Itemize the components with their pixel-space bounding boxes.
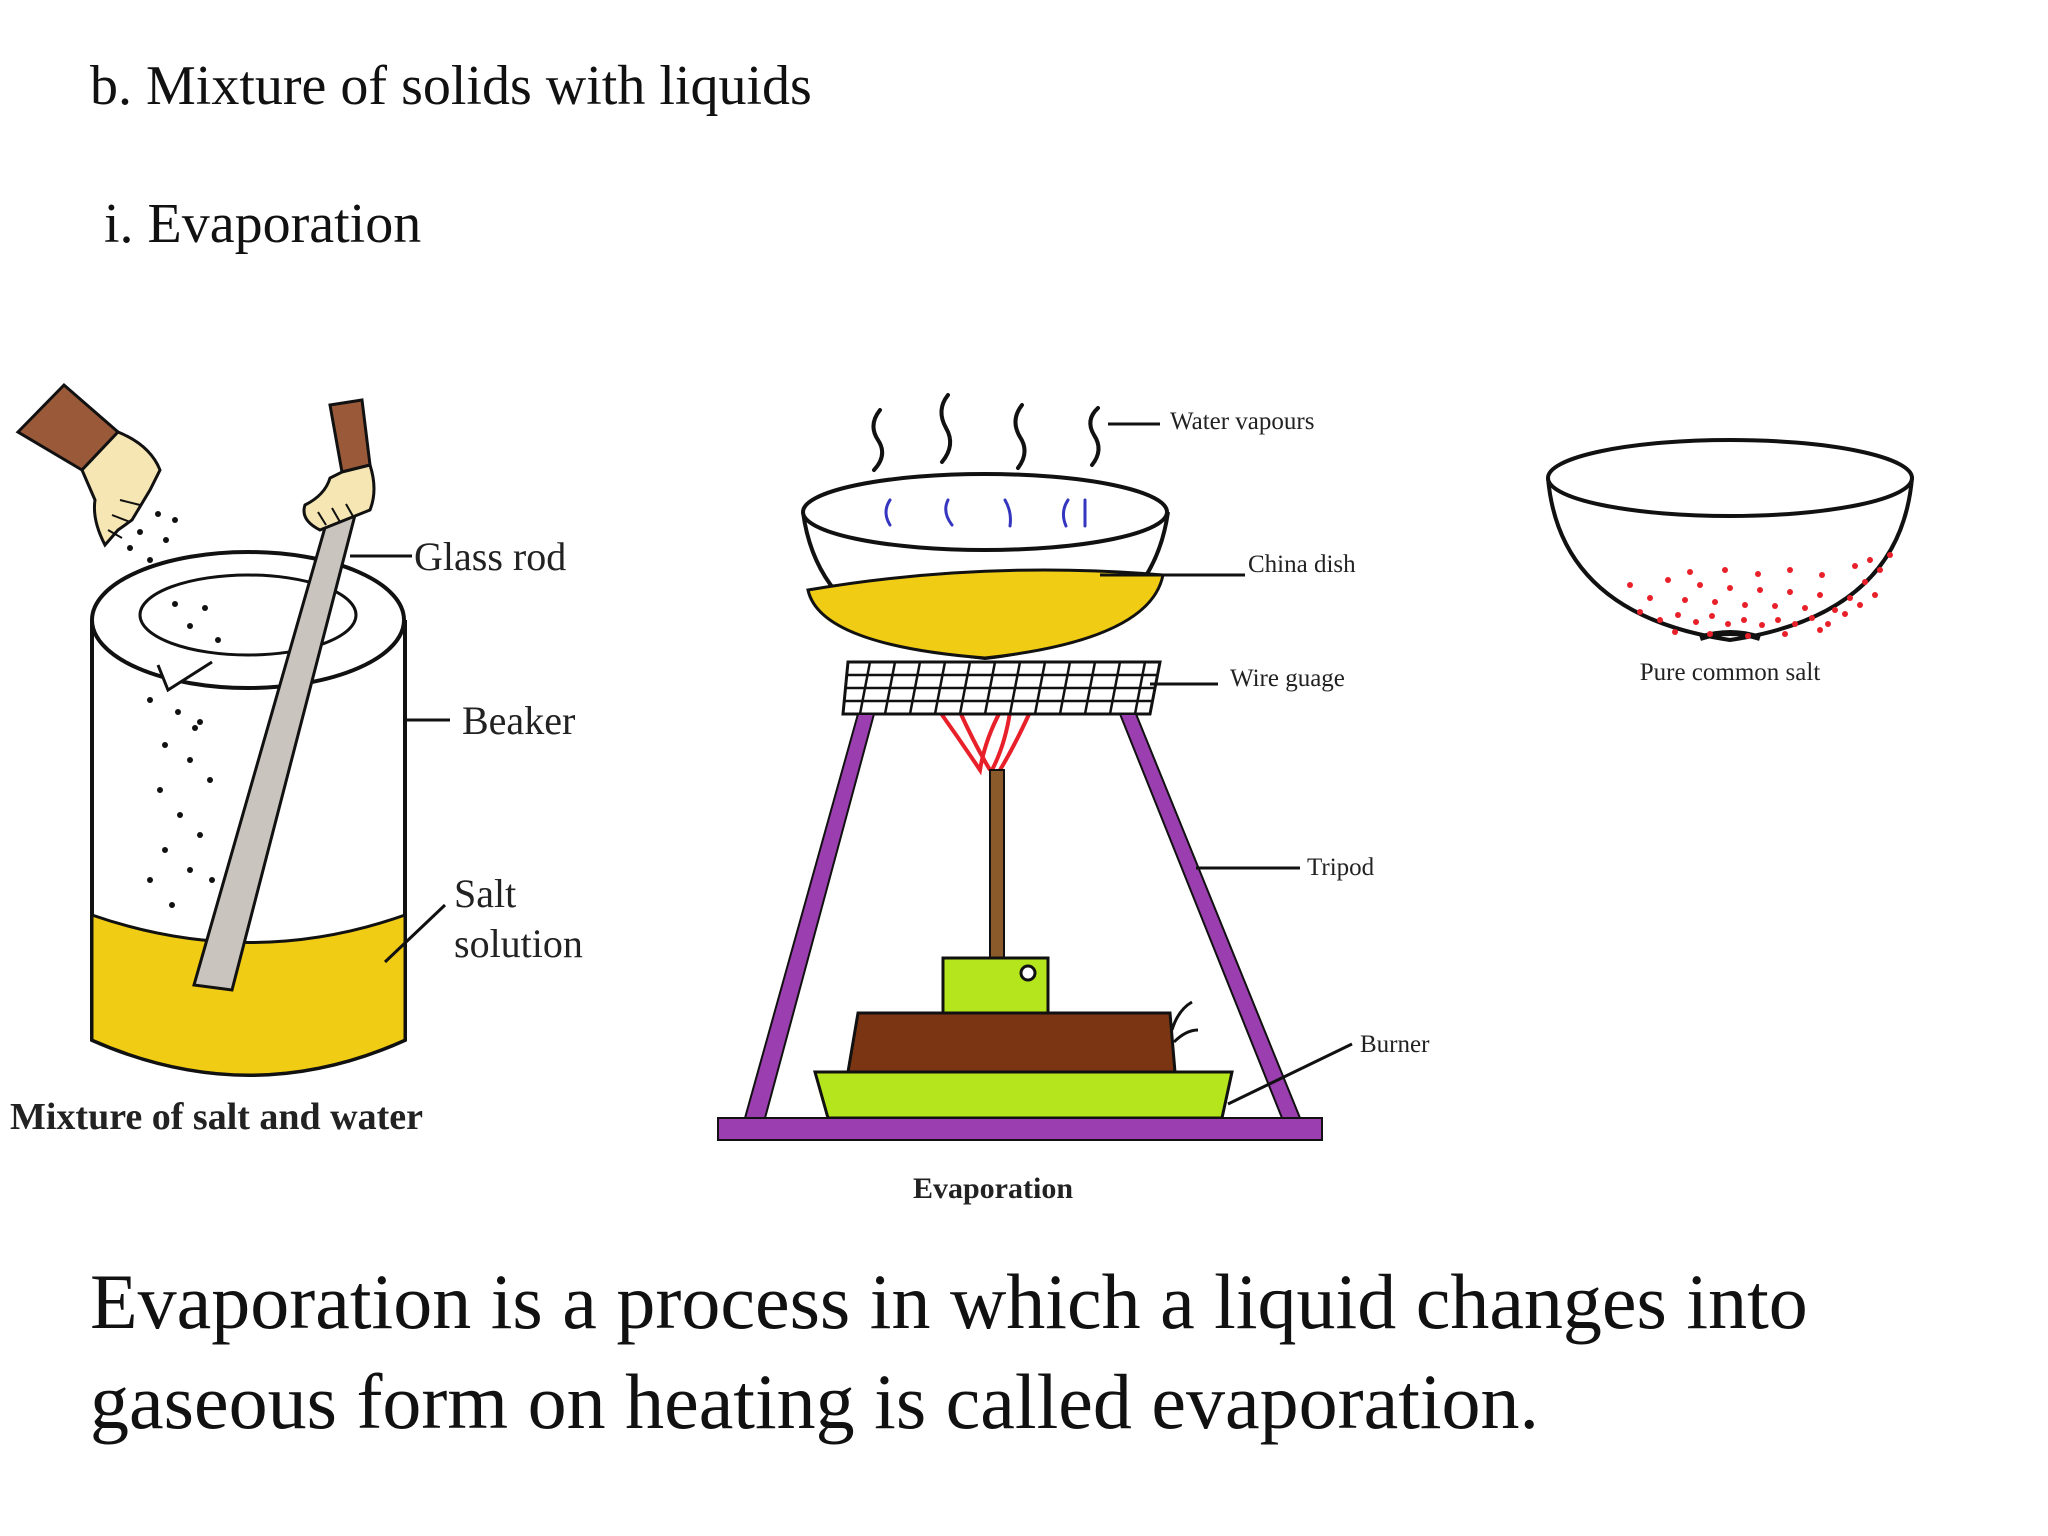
burner-body: [846, 1011, 1177, 1074]
burner-label: Burner: [1360, 1031, 1430, 1058]
burner-base: [813, 1070, 1234, 1120]
salt-solution-label-line2: solution: [454, 921, 583, 966]
china-dish-label: China dish: [1248, 551, 1356, 578]
vapour-in-dish: [884, 498, 1087, 528]
salt-grains: [117, 511, 221, 908]
wire-gauge-label: Wire guage: [1230, 665, 1345, 692]
burner-tube: [989, 769, 1005, 961]
salt-solution-label-line1: Salt: [454, 871, 516, 916]
salt-solution: [90, 912, 407, 1077]
tripod-base: [717, 1117, 1323, 1141]
evaporation-caption: Evaporation: [913, 1172, 1073, 1205]
slide-subheading: i. Evaporation: [104, 193, 422, 255]
wire-gauze: [841, 660, 1162, 716]
salt-crystals: [1627, 552, 1893, 639]
water-vapours: [871, 393, 1101, 472]
evaporation-definition: Evaporation is a process in which a liqu…: [90, 1258, 1808, 1445]
evaporating-dish-empty: [1546, 438, 1914, 643]
china-dish: [801, 472, 1170, 661]
beaker-label: Beaker: [462, 698, 575, 743]
evaporation-panel: Water vapours China dish Wire guage Trip…: [717, 393, 1430, 1205]
glass-rod-label: Glass rod: [414, 534, 566, 579]
pouring-hand: [15, 382, 162, 548]
mixture-panel: Glass rod Beaker Salt solution Mixture o…: [10, 382, 583, 1138]
burner-flame: [938, 710, 1032, 776]
mixture-caption: Mixture of salt and water: [10, 1096, 423, 1138]
stirring-hand: [302, 398, 376, 532]
result-panel: Pure common salt: [1546, 438, 1914, 686]
burner-air-block: [941, 956, 1050, 1015]
water-vapours-label: Water vapours: [1170, 408, 1314, 435]
tripod-label: Tripod: [1307, 854, 1375, 881]
pure-salt-caption: Pure common salt: [1640, 659, 1821, 686]
slide-heading: b. Mixture of solids with liquids: [90, 55, 812, 117]
